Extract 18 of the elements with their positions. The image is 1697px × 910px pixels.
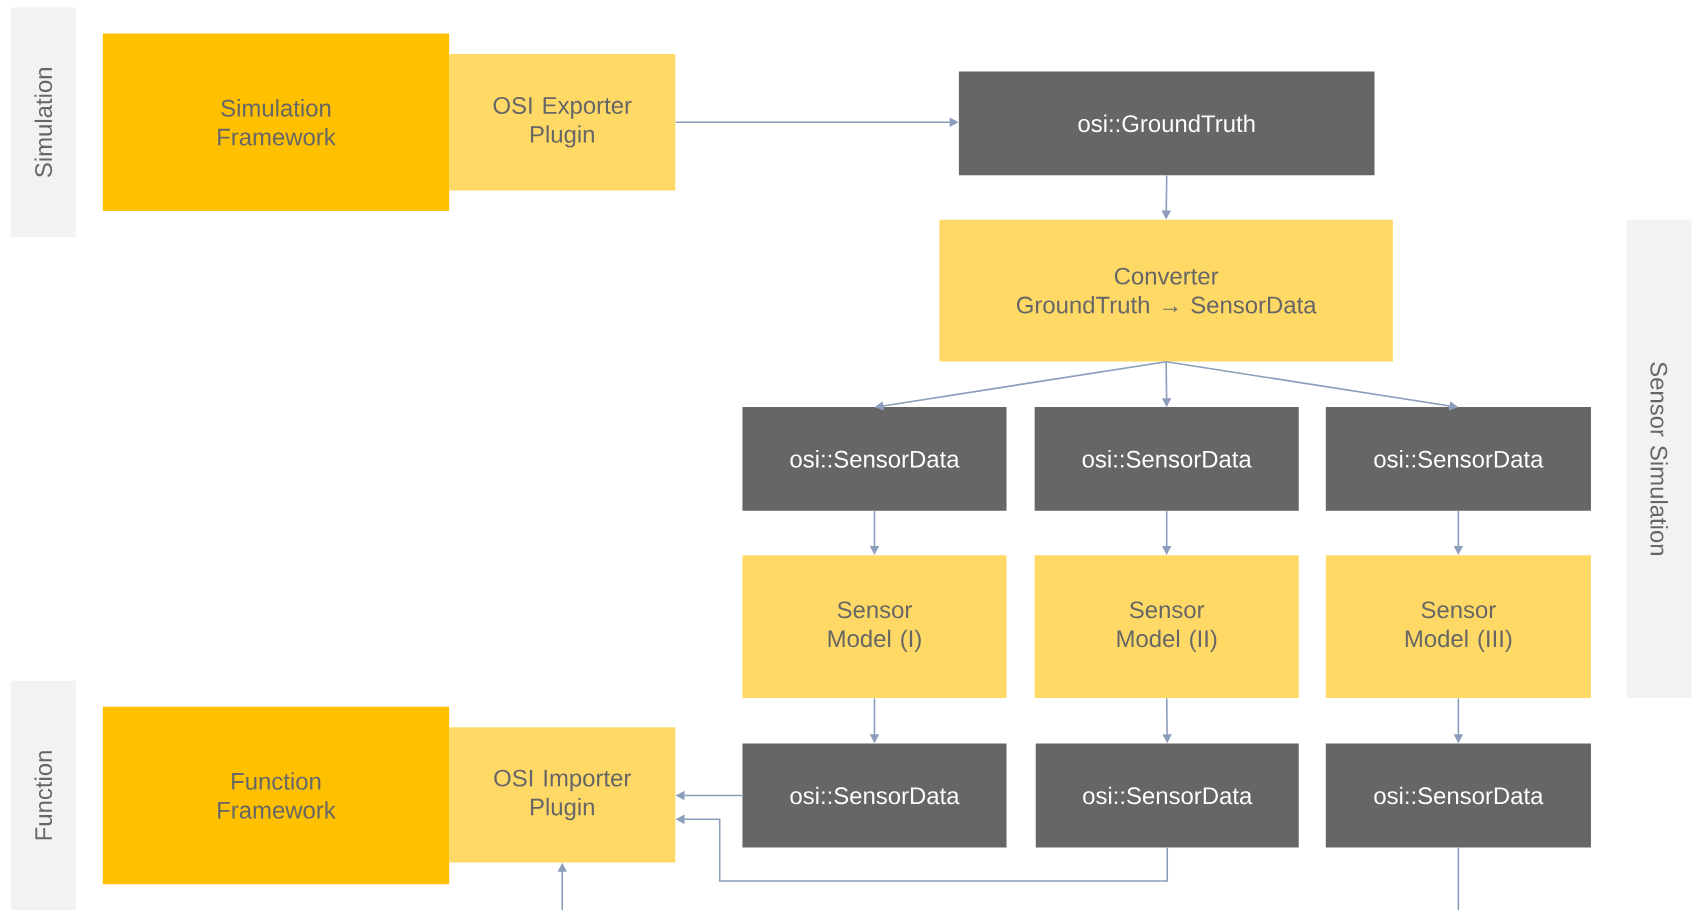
data-box: osi::SensorData [1034,406,1299,511]
data-box: osi::GroundTruth [958,71,1375,176]
process-box: Converter GroundTruth → SensorData [939,219,1393,362]
side-label-band: Simulation [10,7,76,237]
data-box: osi::SensorData [742,406,1007,511]
data-box: osi::SensorData [1035,743,1299,848]
framework-box: Simulation Framework [102,33,450,211]
data-box: osi::SensorData [1325,743,1591,848]
side-label-band: Function [10,680,76,910]
data-box: osi::SensorData [1325,406,1591,511]
side-label-band: Sensor Simulation [1626,219,1692,698]
process-box: OSI Importer Plugin [449,727,676,863]
process-box: OSI Exporter Plugin [449,54,676,191]
process-box: Sensor Model (III) [1325,555,1591,698]
data-box: osi::SensorData [742,743,1007,848]
process-box: Sensor Model (I) [742,555,1007,698]
framework-box: Function Framework [102,706,450,885]
process-box: Sensor Model (II) [1034,555,1299,698]
